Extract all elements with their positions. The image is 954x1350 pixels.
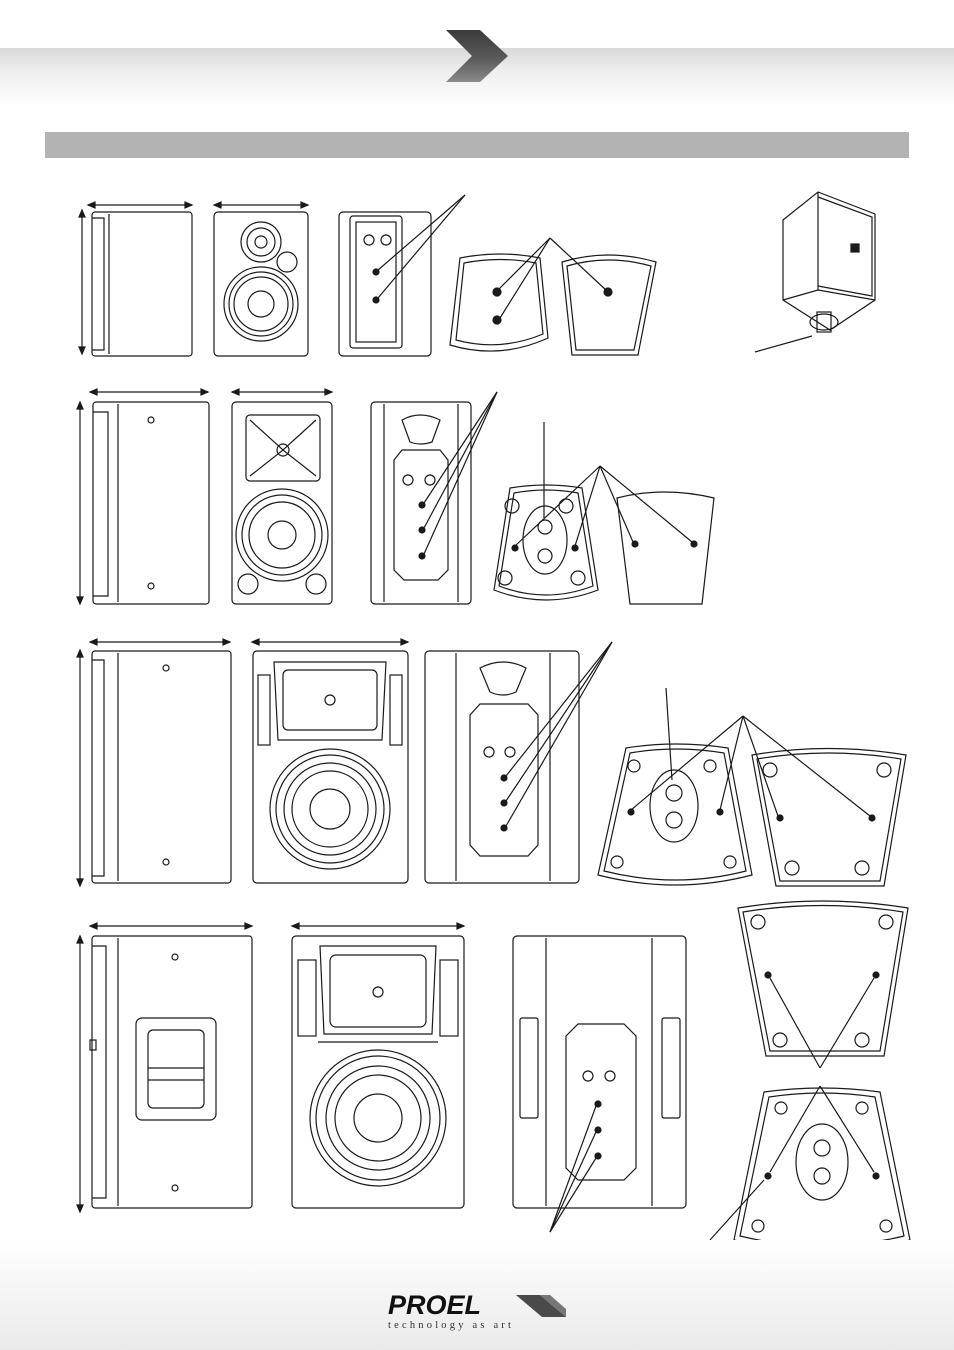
model-2-bottom-panel [493,484,599,601]
model-4-bottom-panel [733,1087,911,1252]
brand-tagline: technology as art [388,1320,515,1331]
model-1-front-view [213,211,309,357]
model-4-views [76,900,911,1252]
model-1-side-view [91,211,193,357]
model-3-side-view [91,650,232,884]
model-1-bottom-panel [449,253,549,352]
model-3-bottom-panel [597,743,753,886]
model-3-top-panel [751,747,907,887]
model-2-front-view [231,401,333,605]
model-4-top-panel [737,900,909,1057]
brand-logo: PROEL technology as art [386,1290,576,1334]
model-2-top-panel [616,491,715,605]
model-2-views [76,388,715,606]
brand-slash-icon [516,1295,566,1317]
model-4-side-view [91,935,253,1209]
model-2-rear-view [370,401,472,605]
model-1-perspective-view [754,191,876,353]
model-3-views [76,638,907,888]
model-3-rear-view [424,650,580,884]
brand-name: PROEL [388,1290,482,1320]
model-3-front-view [252,650,409,884]
model-4-rear-view [512,935,687,1209]
model-2-side-view [92,401,210,605]
header-chevron-icon [446,30,508,82]
model-4-front-view [291,935,465,1209]
section-title-bar [45,132,909,158]
model-1-rear-view [338,211,432,357]
model-1-views [78,191,876,357]
model-1-top-panel [561,254,657,356]
footer-band [0,1240,954,1350]
